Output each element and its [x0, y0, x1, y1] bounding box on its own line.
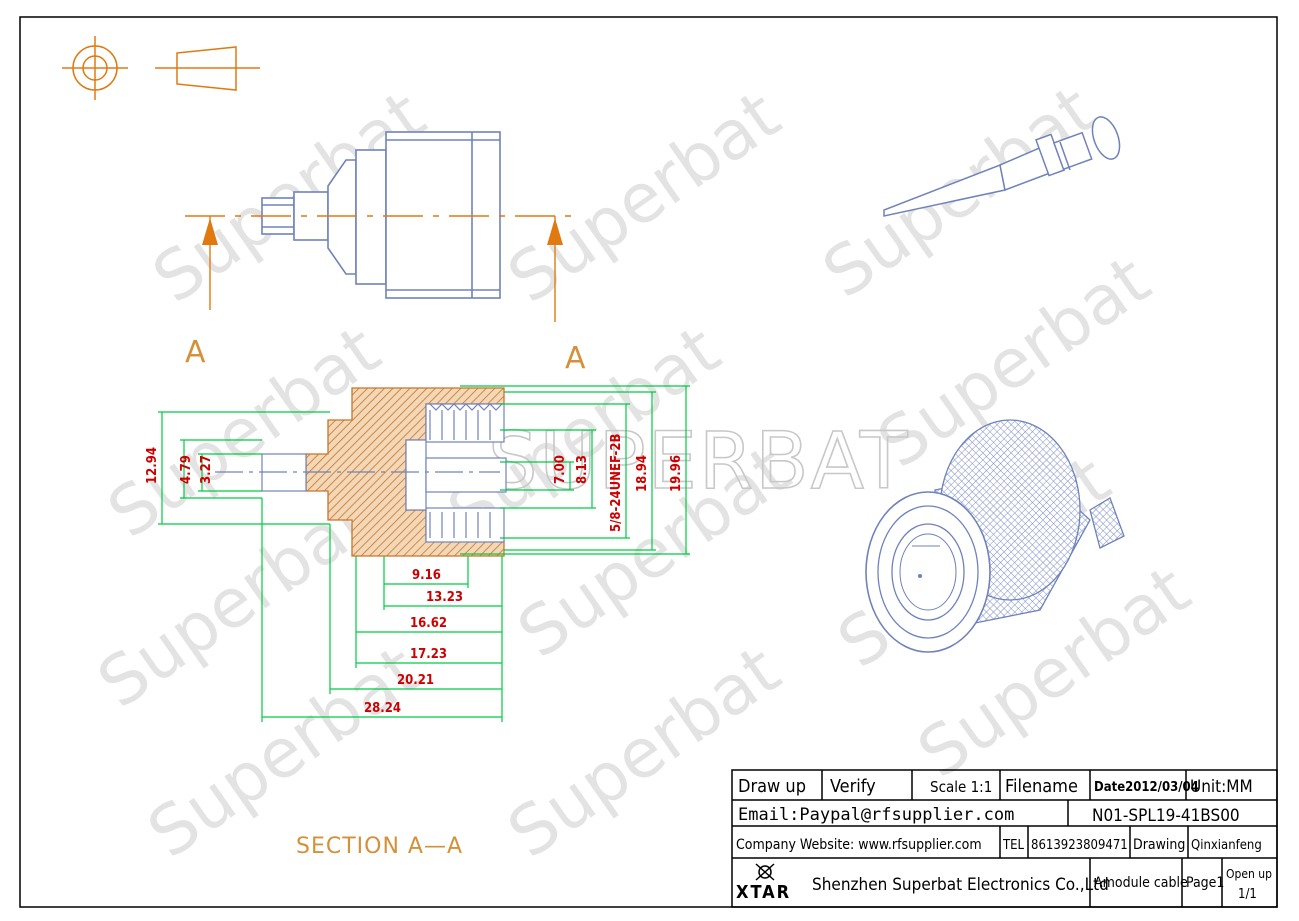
tb-website: Company Website: www.rfsupplier.com — [736, 837, 982, 853]
tb-part-no: N01-SPL19-41BS00 — [1092, 806, 1240, 826]
dim-19-96: 19.96 — [669, 455, 684, 492]
contact-pin — [215, 439, 507, 511]
tb-verify: Verify — [830, 776, 876, 797]
dim-18-94: 18.94 — [635, 455, 650, 492]
tb-open-up-value: 1/1 — [1238, 887, 1257, 902]
tb-logo-text: XTAR — [736, 882, 791, 903]
dim-20-21: 20.21 — [397, 673, 434, 688]
tb-date: Date2012/03/04 — [1094, 780, 1199, 795]
tb-drawing: Drawing — [1133, 837, 1185, 853]
dim-17-23: 17.23 — [410, 647, 447, 662]
dim-7-00: 7.00 — [553, 455, 568, 484]
xtar-logo-icon — [755, 863, 775, 881]
section-indicator — [185, 215, 580, 322]
tb-unit: Unit:MM — [1190, 777, 1253, 797]
title-block — [731, 769, 1278, 908]
dim-thread: 5/8-24UNEF-2B — [609, 433, 624, 532]
section-label-right: A — [565, 341, 586, 376]
dim-13-23: 13.23 — [426, 590, 463, 605]
dim-3-27: 3.27 — [199, 455, 214, 484]
tb-filename: Filename — [1005, 776, 1078, 797]
title-block-text: Draw up Verify Scale 1:1 Filename Date20… — [736, 776, 1272, 903]
tb-tel: 8613923809471 — [1031, 838, 1128, 853]
dimension-lines — [158, 385, 690, 722]
dim-12-94: 12.94 — [145, 447, 160, 484]
dim-4-79: 4.79 — [179, 455, 194, 484]
dim-9-16: 9.16 — [412, 568, 441, 583]
section-label-left: A — [185, 335, 206, 370]
section-view — [215, 387, 507, 557]
connector-3d — [865, 419, 1125, 653]
tb-tel-label: TEL — [1002, 838, 1025, 853]
section-caption: SECTION A—A — [296, 834, 463, 859]
thread-section — [425, 403, 505, 543]
watermark-text: Superbat — [494, 76, 794, 319]
tb-draw-up: Draw up — [738, 776, 806, 797]
tb-product: Amodule cable — [1094, 875, 1188, 891]
tb-drawer: Qinxianfeng — [1191, 838, 1262, 853]
drawing-frame — [19, 16, 1278, 908]
contact-pin-3d — [883, 116, 1121, 217]
dim-28-24: 28.24 — [364, 701, 401, 716]
projection-symbol — [62, 36, 260, 100]
tb-email: Email:Paypal@rfsupplier.com — [738, 805, 1014, 825]
tb-open-up: Open up — [1226, 867, 1272, 881]
tb-company: Shenzhen Superbat Electronics Co.,Ltd — [812, 875, 1109, 895]
dim-16-62: 16.62 — [410, 616, 447, 631]
dimension-labels: 12.94 4.79 3.27 7.00 8.13 5/8-24UNEF-2B … — [145, 433, 684, 716]
dim-8-13: 8.13 — [575, 455, 590, 484]
tb-scale: Scale 1:1 — [930, 778, 992, 796]
connector-side-view — [261, 131, 501, 299]
tb-page: Page1 — [1186, 875, 1224, 891]
